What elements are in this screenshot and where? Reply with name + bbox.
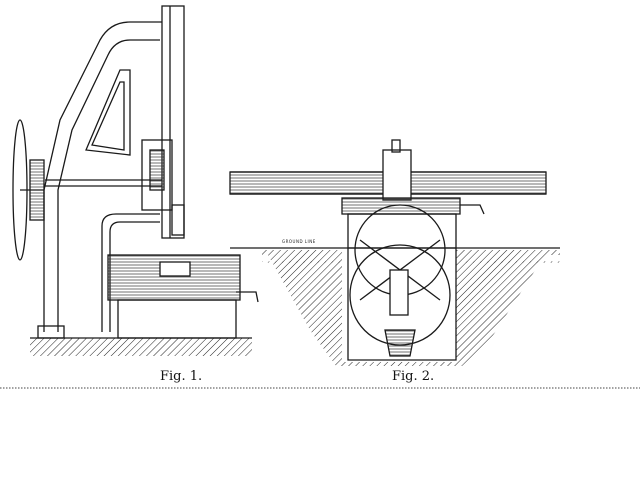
pit-hatching — [262, 250, 560, 366]
ground-hatching-fig1 — [30, 338, 252, 356]
ground-line-label: GROUND LINE — [282, 239, 316, 244]
figure-1-machine — [12, 5, 259, 356]
figure-1-caption: Fig. 1. — [160, 369, 203, 384]
figure-2-caption: Fig. 2. — [392, 369, 435, 384]
figure-2-machine — [229, 139, 560, 366]
